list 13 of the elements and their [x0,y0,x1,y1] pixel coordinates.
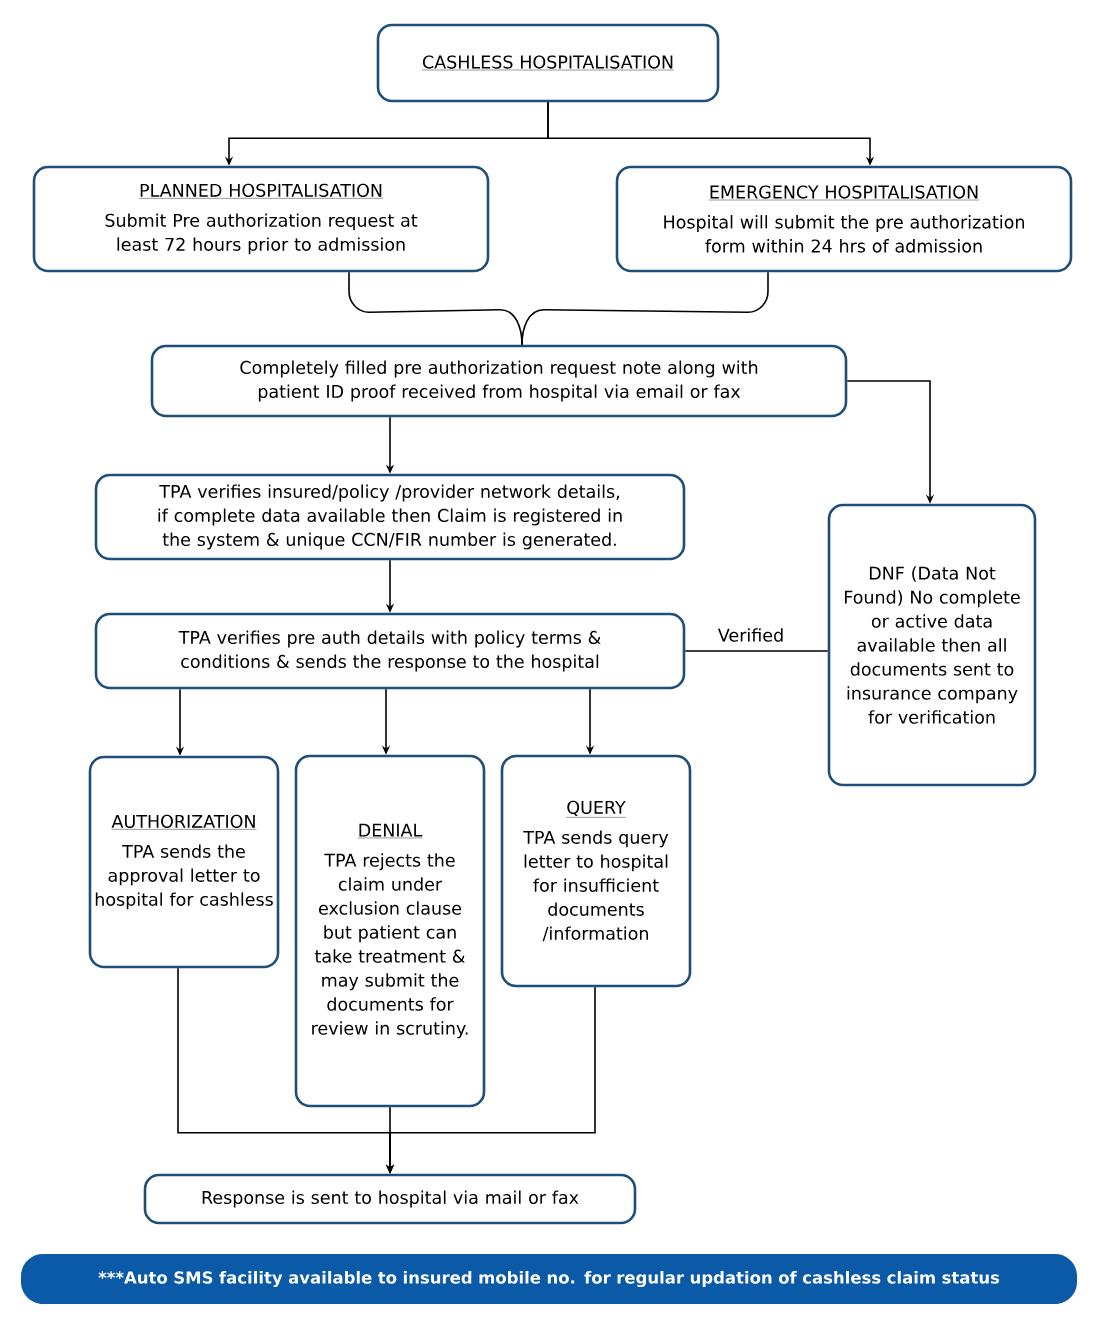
process-box: EMERGENCY HOSPITALISATION Hospital will submit the pre authorization form within 24 hrs of admission [615,165,1073,273]
note-banner: ***Auto SMS facility available to insured mobile no. for regular updation of cashless claim status [21,1254,1077,1304]
process-box: AUTHORIZATION TPA sends the approval letter to hospital for cashless [88,755,280,969]
process-box: TPA verifies pre auth details with policy terms & conditions & sends the response to the hospital [94,612,686,690]
process-box: Response is sent to hospital via mail or fax [143,1173,637,1225]
process-box: DNF (Data Not Found) No complete or active data available then all documents sent to insurance company for verification [827,503,1037,787]
process-box: DENIAL TPA rejects the claim under exclusion clause but patient can take treatment & may submit the documents for review in scrutiny. [294,754,486,1108]
process-box: Completely filled pre authorization request note along with patient ID proof received from hospital via email or fax [150,344,848,418]
title-box: CASHLESS HOSPITALISATION [376,23,720,103]
edge-label: Verified [716,627,786,643]
process-box: PLANNED HOSPITALISATION Submit Pre authorization request at least 72 hours prior to admission [32,165,490,273]
process-box: TPA verifies insured/policy /provider network details, if complete data available then Claim is registered in the system & unique CCN/FIR number is generated. [94,473,686,561]
process-box: QUERY TPA sends query letter to hospital for insufficient documents /information [500,754,692,988]
